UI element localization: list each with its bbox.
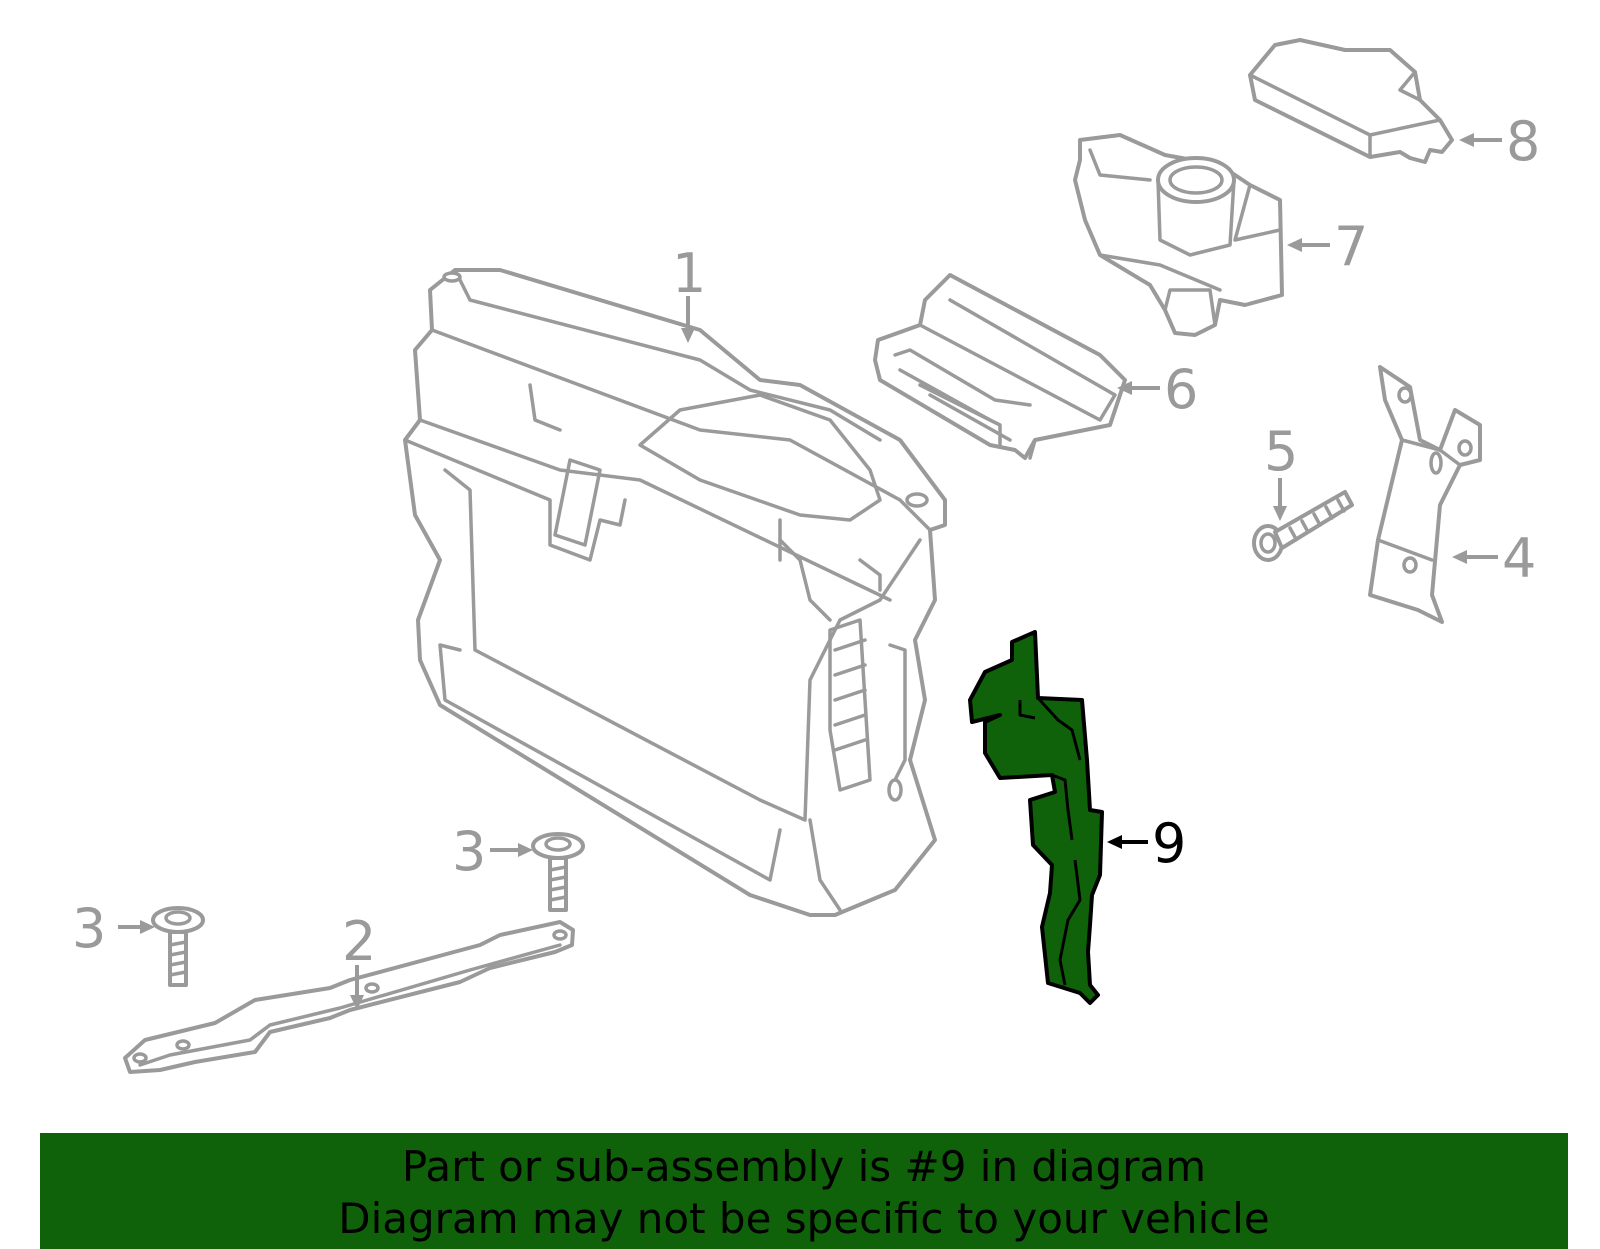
part-5-flange-bolt <box>1252 490 1354 562</box>
part-3-bolt-right <box>531 832 585 912</box>
part-9-air-guide-highlighted <box>968 630 1104 1005</box>
part-8-cover <box>1248 38 1454 164</box>
callout-1: 1 <box>672 242 706 305</box>
callout-8: 8 <box>1506 110 1540 173</box>
part-6-air-duct <box>873 273 1127 460</box>
callout-3-left: 3 <box>72 897 106 960</box>
parts-diagram: 1 2 3 3 4 5 6 7 8 9 <box>72 38 1540 1074</box>
part-4-bracket <box>1368 365 1482 624</box>
callout-7: 7 <box>1334 215 1368 278</box>
callout-5: 5 <box>1264 420 1298 483</box>
part-2-lower-bracket <box>123 920 575 1074</box>
part-7-intake-housing <box>1073 133 1284 337</box>
leader-arrows <box>118 133 1502 1010</box>
callout-3-right: 3 <box>452 820 486 883</box>
info-banner: Part or sub-assembly is #9 in diagram Di… <box>40 1133 1568 1249</box>
callout-2: 2 <box>342 910 376 973</box>
callout-9: 9 <box>1152 812 1186 875</box>
callout-6: 6 <box>1164 358 1198 421</box>
part-1-radiator-support <box>403 268 947 917</box>
banner-line-2: Diagram may not be specific to your vehi… <box>338 1194 1270 1243</box>
callout-4: 4 <box>1502 527 1536 590</box>
part-3-bolt-left <box>151 906 205 987</box>
banner-line-1: Part or sub-assembly is #9 in diagram <box>401 1142 1207 1191</box>
